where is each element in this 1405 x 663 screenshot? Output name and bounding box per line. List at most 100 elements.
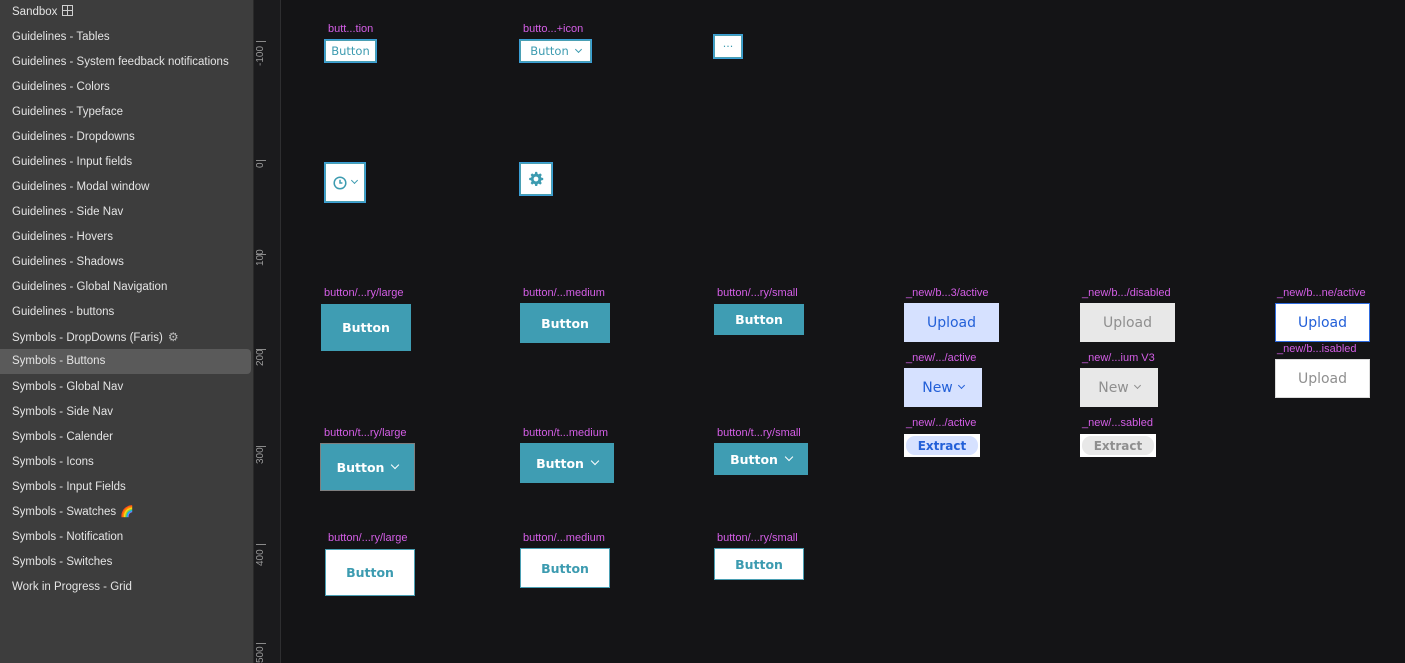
vertical-ruler: -100 0 100 200 300 400 500 xyxy=(254,0,281,663)
button-outline-dropdown[interactable]: Button xyxy=(519,39,592,63)
frame-label[interactable]: butt...tion xyxy=(328,23,374,35)
pages-sidebar: Sandbox Guidelines - Tables Guidelines -… xyxy=(0,0,254,663)
design-canvas[interactable]: butt...tion Button butto...+icon Button … xyxy=(282,0,1405,663)
page-item-guidelines-modal[interactable]: Guidelines - Modal window xyxy=(0,175,252,200)
chevron-down-icon xyxy=(574,45,582,53)
frame-label[interactable]: button/t...ry/small xyxy=(717,427,801,439)
page-item-guidelines-shadows[interactable]: Guidelines - Shadows xyxy=(0,250,252,275)
grid-icon xyxy=(62,5,74,16)
button-label: Button xyxy=(342,320,390,335)
ruler-tick-label: 300 xyxy=(255,447,266,464)
button-label: Extract xyxy=(917,438,967,453)
button-label: Button xyxy=(730,451,778,467)
page-item-guidelines-dropdowns[interactable]: Guidelines - Dropdowns xyxy=(0,125,252,150)
button-dropdown-large[interactable]: Button xyxy=(320,443,415,491)
upload-button-disabled: Upload xyxy=(1080,303,1175,342)
page-label: Guidelines - Tables xyxy=(12,31,110,43)
chevron-down-icon xyxy=(1133,381,1141,390)
button-secondary-small[interactable]: Button xyxy=(714,548,804,580)
page-label: Guidelines - Global Navigation xyxy=(12,281,168,293)
page-item-guidelines-buttons[interactable]: Guidelines - buttons xyxy=(0,300,252,325)
page-label: Guidelines - Input fields xyxy=(12,156,133,168)
frame-label[interactable]: button/...ry/small xyxy=(717,532,798,544)
button-label: Upload xyxy=(926,314,977,331)
button-primary-small[interactable]: Button xyxy=(714,304,804,335)
page-item-symbols-calender[interactable]: Symbols - Calender xyxy=(0,425,252,450)
gear-button[interactable] xyxy=(519,162,553,196)
page-item-guidelines-colors[interactable]: Guidelines - Colors xyxy=(0,75,252,100)
extract-pill-active[interactable]: Extract xyxy=(904,434,980,457)
page-label: Guidelines - Modal window xyxy=(12,181,150,193)
button-label: Upload xyxy=(1297,370,1348,387)
upload-outline-active[interactable]: Upload xyxy=(1275,303,1370,342)
ruler-tick-label: 200 xyxy=(255,349,266,366)
frame-label[interactable]: _new/b.../disabled xyxy=(1082,287,1171,299)
frame-label[interactable]: _new/.../active xyxy=(906,417,977,429)
new-dropdown-disabled: New xyxy=(1080,368,1158,407)
frame-label[interactable]: button/t...ry/large xyxy=(324,427,407,439)
button-label: Button xyxy=(331,44,370,58)
page-item-symbols-side-nav[interactable]: Symbols - Side Nav xyxy=(0,400,252,425)
page-label: Symbols - Global Nav xyxy=(12,381,124,393)
frame-label[interactable]: _new/...sabled xyxy=(1082,417,1153,429)
page-item-guidelines-side-nav[interactable]: Guidelines - Side Nav xyxy=(0,200,252,225)
frame-label[interactable]: _new/b...ne/active xyxy=(1277,287,1366,299)
clock-icon xyxy=(333,175,347,190)
button-dropdown-small[interactable]: Button xyxy=(714,443,808,475)
button-dropdown-medium[interactable]: Button xyxy=(520,443,614,483)
page-item-guidelines-notifications[interactable]: Guidelines - System feedback notificatio… xyxy=(0,50,252,75)
clock-dropdown-button[interactable] xyxy=(324,162,366,203)
frame-label[interactable]: button/...ry/large xyxy=(324,287,404,299)
page-label: Sandbox xyxy=(12,6,58,18)
page-item-guidelines-global-nav[interactable]: Guidelines - Global Navigation xyxy=(0,275,252,300)
page-item-guidelines-typeface[interactable]: Guidelines - Typeface xyxy=(0,100,252,125)
more-icon: ··· xyxy=(722,40,734,53)
page-item-guidelines-tables[interactable]: Guidelines - Tables xyxy=(0,25,252,50)
button-label: Button xyxy=(530,44,569,58)
ruler-tick-label: 500 xyxy=(255,646,266,663)
button-label: Button xyxy=(541,315,589,331)
chevron-down-icon xyxy=(957,381,965,390)
page-item-symbols-switches[interactable]: Symbols - Switches xyxy=(0,550,252,575)
frame-label[interactable]: _new/b...isabled xyxy=(1277,343,1357,355)
button-label: Button xyxy=(735,556,783,572)
frame-label[interactable]: _new/...ium V3 xyxy=(1082,352,1155,364)
page-item-wip-grid[interactable]: Work in Progress - Grid xyxy=(0,575,252,600)
frame-label[interactable]: button/t...medium xyxy=(523,427,608,439)
frame-label[interactable]: button/...medium xyxy=(523,287,605,299)
button-secondary-medium[interactable]: Button xyxy=(520,548,610,588)
page-item-symbols-swatches[interactable]: Symbols - Swatches🌈 xyxy=(0,500,252,525)
upload-button-active[interactable]: Upload xyxy=(904,303,999,342)
page-label: Guidelines - System feedback notificatio… xyxy=(12,56,229,68)
ruler-tick-label: 100 xyxy=(255,249,266,266)
page-item-symbols-dropdowns[interactable]: Symbols - DropDowns (Faris)⚙ xyxy=(0,325,252,350)
page-item-symbols-buttons[interactable]: Symbols - Buttons xyxy=(0,349,251,374)
frame-label[interactable]: button/...ry/large xyxy=(328,532,408,544)
page-item-symbols-notification[interactable]: Symbols - Notification xyxy=(0,525,252,550)
page-label: Guidelines - Hovers xyxy=(12,231,113,243)
button-primary-medium[interactable]: Button xyxy=(520,303,610,343)
page-item-symbols-icons[interactable]: Symbols - Icons xyxy=(0,450,252,475)
more-button[interactable]: ··· xyxy=(713,34,743,59)
page-item-sandbox[interactable]: Sandbox xyxy=(0,0,252,25)
button-label: Button xyxy=(735,312,783,327)
page-item-guidelines-input-fields[interactable]: Guidelines - Input fields xyxy=(0,150,252,175)
button-label: New xyxy=(922,379,953,396)
button-outline-small[interactable]: Button xyxy=(324,39,377,63)
button-secondary-large[interactable]: Button xyxy=(325,549,415,596)
frame-label[interactable]: butto...+icon xyxy=(523,23,584,35)
page-item-symbols-global-nav[interactable]: Symbols - Global Nav xyxy=(0,375,252,400)
page-item-guidelines-hovers[interactable]: Guidelines - Hovers xyxy=(0,225,252,250)
button-label: Button xyxy=(541,560,589,576)
page-label: Guidelines - Shadows xyxy=(12,256,124,268)
ruler-tick-label: 400 xyxy=(255,549,266,566)
rainbow-icon: 🌈 xyxy=(120,506,134,518)
frame-label[interactable]: button/...medium xyxy=(523,532,605,544)
button-primary-large[interactable]: Button xyxy=(321,304,411,351)
frame-label[interactable]: _new/.../active xyxy=(906,352,977,364)
extract-pill-disabled: Extract xyxy=(1080,434,1156,457)
frame-label[interactable]: _new/b...3/active xyxy=(906,287,989,299)
new-dropdown-active[interactable]: New xyxy=(904,368,982,407)
frame-label[interactable]: button/...ry/small xyxy=(717,287,798,299)
page-item-symbols-input-fields[interactable]: Symbols - Input Fields xyxy=(0,475,252,500)
